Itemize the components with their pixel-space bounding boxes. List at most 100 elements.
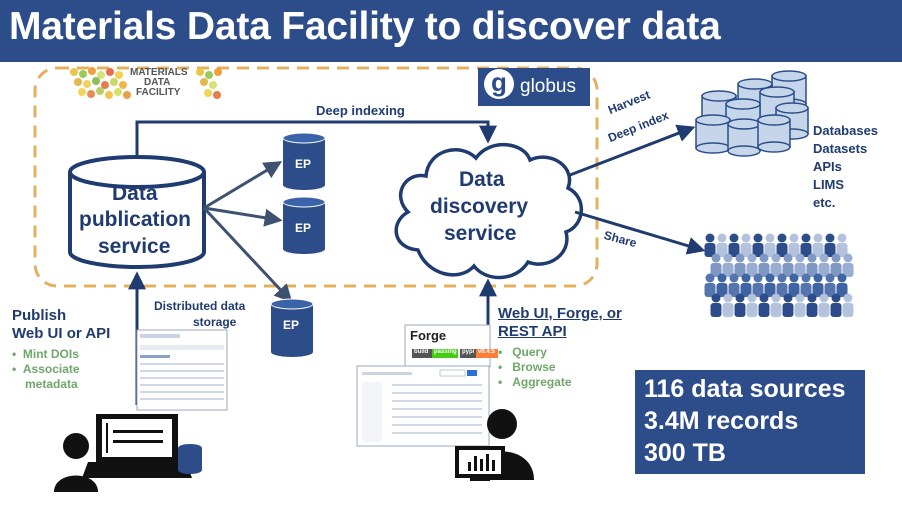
forge-title: Forge <box>410 328 447 343</box>
crowd-person-head <box>735 293 745 303</box>
crowd-person-body <box>704 243 716 257</box>
distributed-storage-label-2: storage <box>193 315 237 329</box>
share-arrow <box>574 210 706 255</box>
crowd-person-head <box>795 253 805 263</box>
crowd-person-body <box>710 303 722 317</box>
crowd-person-head <box>759 253 769 263</box>
crowd-person-body <box>758 303 770 317</box>
mdf-logo: MATERIALS DATA FACILITY <box>130 68 188 98</box>
crowd-person-body <box>842 303 854 317</box>
publish-bullet-2: • Associate <box>12 362 80 376</box>
deep-indexing-label: Deep indexing <box>316 103 405 118</box>
crowd-person-head <box>717 233 727 243</box>
publish-heading-1: Publish <box>12 307 67 324</box>
crowd-person-head <box>825 233 835 243</box>
crowd-person-head <box>729 273 739 283</box>
publish-bullet-3: metadata <box>25 377 78 391</box>
crowd-person-body <box>776 283 788 297</box>
publish-bullet-text-1: Mint DOIs <box>22 347 79 361</box>
crowd-person-body <box>758 263 770 277</box>
crowd-person-head <box>777 233 787 243</box>
crowd-person-head <box>789 273 799 283</box>
crowd-person-body <box>704 283 716 297</box>
crowd-person-head <box>777 273 787 283</box>
crowd-person-head <box>813 273 823 283</box>
crowd-person-body <box>734 263 746 277</box>
access-bullet-text-1: Query <box>512 345 547 359</box>
crowd-person-head <box>705 273 715 283</box>
crowd-person-body <box>836 283 848 297</box>
forge-badge-version-text: v0.4.5 <box>478 349 495 355</box>
mdf-logo-line-1: MATERIALS <box>130 67 188 78</box>
target-etc: etc. <box>813 195 836 210</box>
endpoint-cylinder-1 <box>282 132 326 190</box>
crowd-person-body <box>812 283 824 297</box>
crowd-person-head <box>753 273 763 283</box>
crowd-person-head <box>837 273 847 283</box>
crowd-person-head <box>825 273 835 283</box>
access-bullet-text-2: Browse <box>512 360 556 374</box>
access-bullet-1: • Query <box>498 345 547 359</box>
forge-badge-build <box>412 349 432 358</box>
publication-service-cylinder <box>68 155 206 269</box>
access-bullet-2: • Browse <box>498 360 556 374</box>
crowd-person-head <box>843 253 853 263</box>
globus-letter-icon: g <box>484 69 514 99</box>
crowd-person-head <box>837 233 847 243</box>
endpoint-label-1: EP <box>295 157 312 171</box>
crowd-person-head <box>783 253 793 263</box>
stats-box: 116 data sources 3.4M records 300 TB <box>635 370 865 474</box>
target-apis: APIs <box>813 159 842 174</box>
crowd-person-head <box>705 233 715 243</box>
crowd-person-head <box>801 273 811 283</box>
access-bullet-text-3: Aggregate <box>512 375 572 389</box>
crowd-person-head <box>747 293 757 303</box>
publication-label-2: publication <box>79 208 191 231</box>
deep-indexing-arrow <box>135 120 497 155</box>
crowd-person-body <box>740 283 752 297</box>
stat-size: 300 TB <box>644 439 726 467</box>
publish-bullet-text-2: Associate <box>22 362 80 376</box>
crowd-person-body <box>764 243 776 257</box>
crowd-person-body <box>794 303 806 317</box>
harvest-arrow <box>569 124 696 177</box>
crowd-person-body <box>722 263 734 277</box>
globus-wordmark: globus <box>520 76 576 97</box>
laptop-user-icon <box>54 414 202 492</box>
forge-badge-version <box>476 349 498 358</box>
crowd-icon <box>704 233 854 317</box>
crowd-person-head <box>765 233 775 243</box>
crowd-person-head <box>831 293 841 303</box>
crowd-person-head <box>729 233 739 243</box>
crowd-person-head <box>807 253 817 263</box>
crowd-person-body <box>830 303 842 317</box>
mdf-logo-line-2: DATA <box>144 77 171 88</box>
publication-label-1: Data <box>112 182 158 205</box>
crowd-person-head <box>801 233 811 243</box>
crowd-person-head <box>789 233 799 243</box>
crowd-person-head <box>711 253 721 263</box>
target-databases: Databases <box>813 123 879 138</box>
crowd-person-body <box>734 303 746 317</box>
crowd-person-body <box>710 263 722 277</box>
crowd-person-head <box>783 293 793 303</box>
crowd-person-body <box>788 283 800 297</box>
crowd-person-body <box>788 243 800 257</box>
access-heading-1: Web UI, Forge, or <box>498 305 622 322</box>
crowd-person-body <box>836 243 848 257</box>
crowd-person-body <box>818 303 830 317</box>
stat-records: 3.4M records <box>644 407 799 435</box>
crowd-person-head <box>831 253 841 263</box>
globus-logo: g globus <box>478 68 590 106</box>
crowd-person-body <box>764 283 776 297</box>
crowd-person-body <box>746 303 758 317</box>
crowd-person-body <box>716 243 728 257</box>
crowd-person-body <box>716 283 728 297</box>
endpoint-cylinder-2 <box>282 196 326 254</box>
crowd-person-body <box>770 263 782 277</box>
ep-arrow-2 <box>203 206 283 227</box>
crowd-person-body <box>752 243 764 257</box>
distributed-storage-label-1: Distributed data <box>154 299 246 313</box>
crowd-person-head <box>711 293 721 303</box>
